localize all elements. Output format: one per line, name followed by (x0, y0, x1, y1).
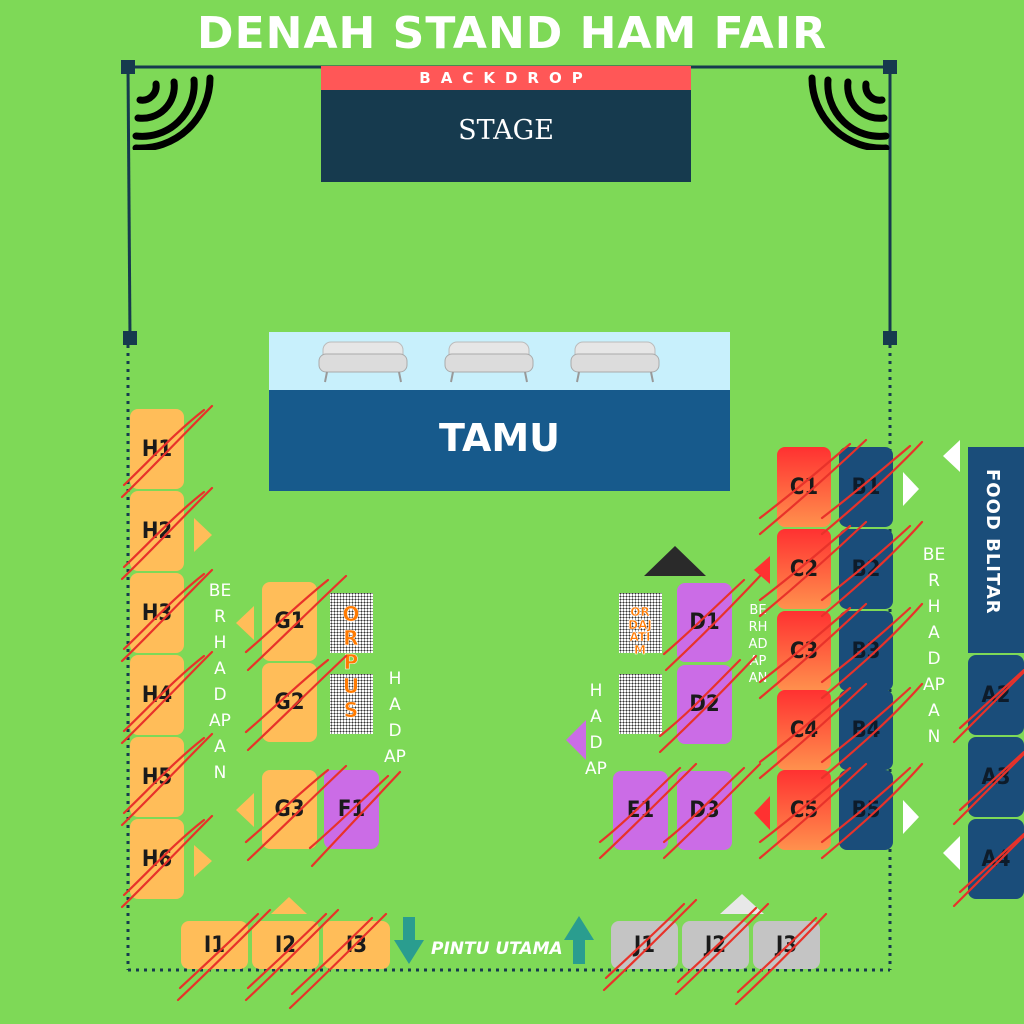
booth-j3[interactable]: J3 (753, 921, 820, 969)
booth-b3[interactable]: B3 (839, 611, 893, 691)
booth-i1[interactable]: I1 (181, 921, 248, 969)
booth-h4[interactable]: H4 (130, 655, 184, 735)
sofa-row (269, 332, 730, 390)
sofa-icon (444, 341, 534, 383)
booth-a4[interactable]: A4 (968, 819, 1024, 899)
main-entrance-label: PINTU UTAMA (431, 939, 563, 959)
ordajatim-label: ORDAJATIM (628, 605, 652, 657)
orpus-label: ORPUS (342, 602, 360, 723)
booth-d3[interactable]: D3 (677, 771, 732, 850)
booth-h3[interactable]: H3 (130, 573, 184, 653)
ordajatim-booth-bottom[interactable] (613, 664, 668, 744)
speaker-left-icon (132, 74, 214, 150)
booth-a3[interactable]: A3 (968, 737, 1024, 817)
page-title: DENAH STAND HAM FAIR (197, 8, 827, 59)
booth-b5[interactable]: B5 (839, 770, 893, 850)
berhadapan-label-right: BERHADAPAN (922, 545, 946, 747)
booth-c1[interactable]: C1 (777, 447, 831, 527)
stage-area: STAGE (321, 90, 691, 182)
booth-h2[interactable]: H2 (130, 491, 184, 571)
booth-b1[interactable]: B1 (839, 447, 893, 527)
booth-h6[interactable]: H6 (130, 819, 184, 899)
booth-g3[interactable]: G3 (262, 770, 317, 849)
booth-a2[interactable]: A2 (968, 655, 1024, 735)
booth-e1[interactable]: E1 (613, 771, 668, 850)
berhadapan-label-left: BERHADAPAN (208, 581, 232, 783)
booth-c4[interactable]: C4 (777, 690, 831, 770)
sofa-icon (318, 341, 408, 383)
booth-c3[interactable]: C3 (777, 611, 831, 691)
booth-i2[interactable]: I2 (252, 921, 319, 969)
booth-g2[interactable]: G2 (262, 663, 317, 742)
sofa-icon (570, 341, 660, 383)
berhadapan-label-middle: BERHADAPAN (748, 603, 768, 686)
guest-area: TAMU (269, 390, 730, 491)
booth-j2[interactable]: J2 (682, 921, 749, 969)
ordajatim-booth-top[interactable] (613, 583, 668, 663)
booth-b2[interactable]: B2 (839, 529, 893, 609)
booth-g1[interactable]: G1 (262, 582, 317, 661)
backdrop-banner: BACKDROP (321, 66, 691, 90)
booth-b4[interactable]: B4 (839, 690, 893, 770)
booth-f1[interactable]: F1 (324, 770, 379, 849)
booth-c5[interactable]: C5 (777, 770, 831, 850)
booth-i3[interactable]: I3 (323, 921, 390, 969)
booth-d2[interactable]: D2 (677, 665, 732, 744)
food-blitar-label: FOOD BLITAR (982, 469, 1003, 615)
booth-h1[interactable]: H1 (130, 409, 184, 489)
speaker-right-icon (808, 74, 890, 150)
booth-j1[interactable]: J1 (611, 921, 678, 969)
hadap-label-right: HADAP (585, 681, 607, 779)
booth-c2[interactable]: C2 (777, 529, 831, 609)
hadap-label-left: HADAP (384, 669, 406, 767)
booth-d1[interactable]: D1 (677, 583, 732, 662)
food-blitar-area: FOOD BLITAR (968, 447, 1024, 653)
booth-h5[interactable]: H5 (130, 737, 184, 817)
